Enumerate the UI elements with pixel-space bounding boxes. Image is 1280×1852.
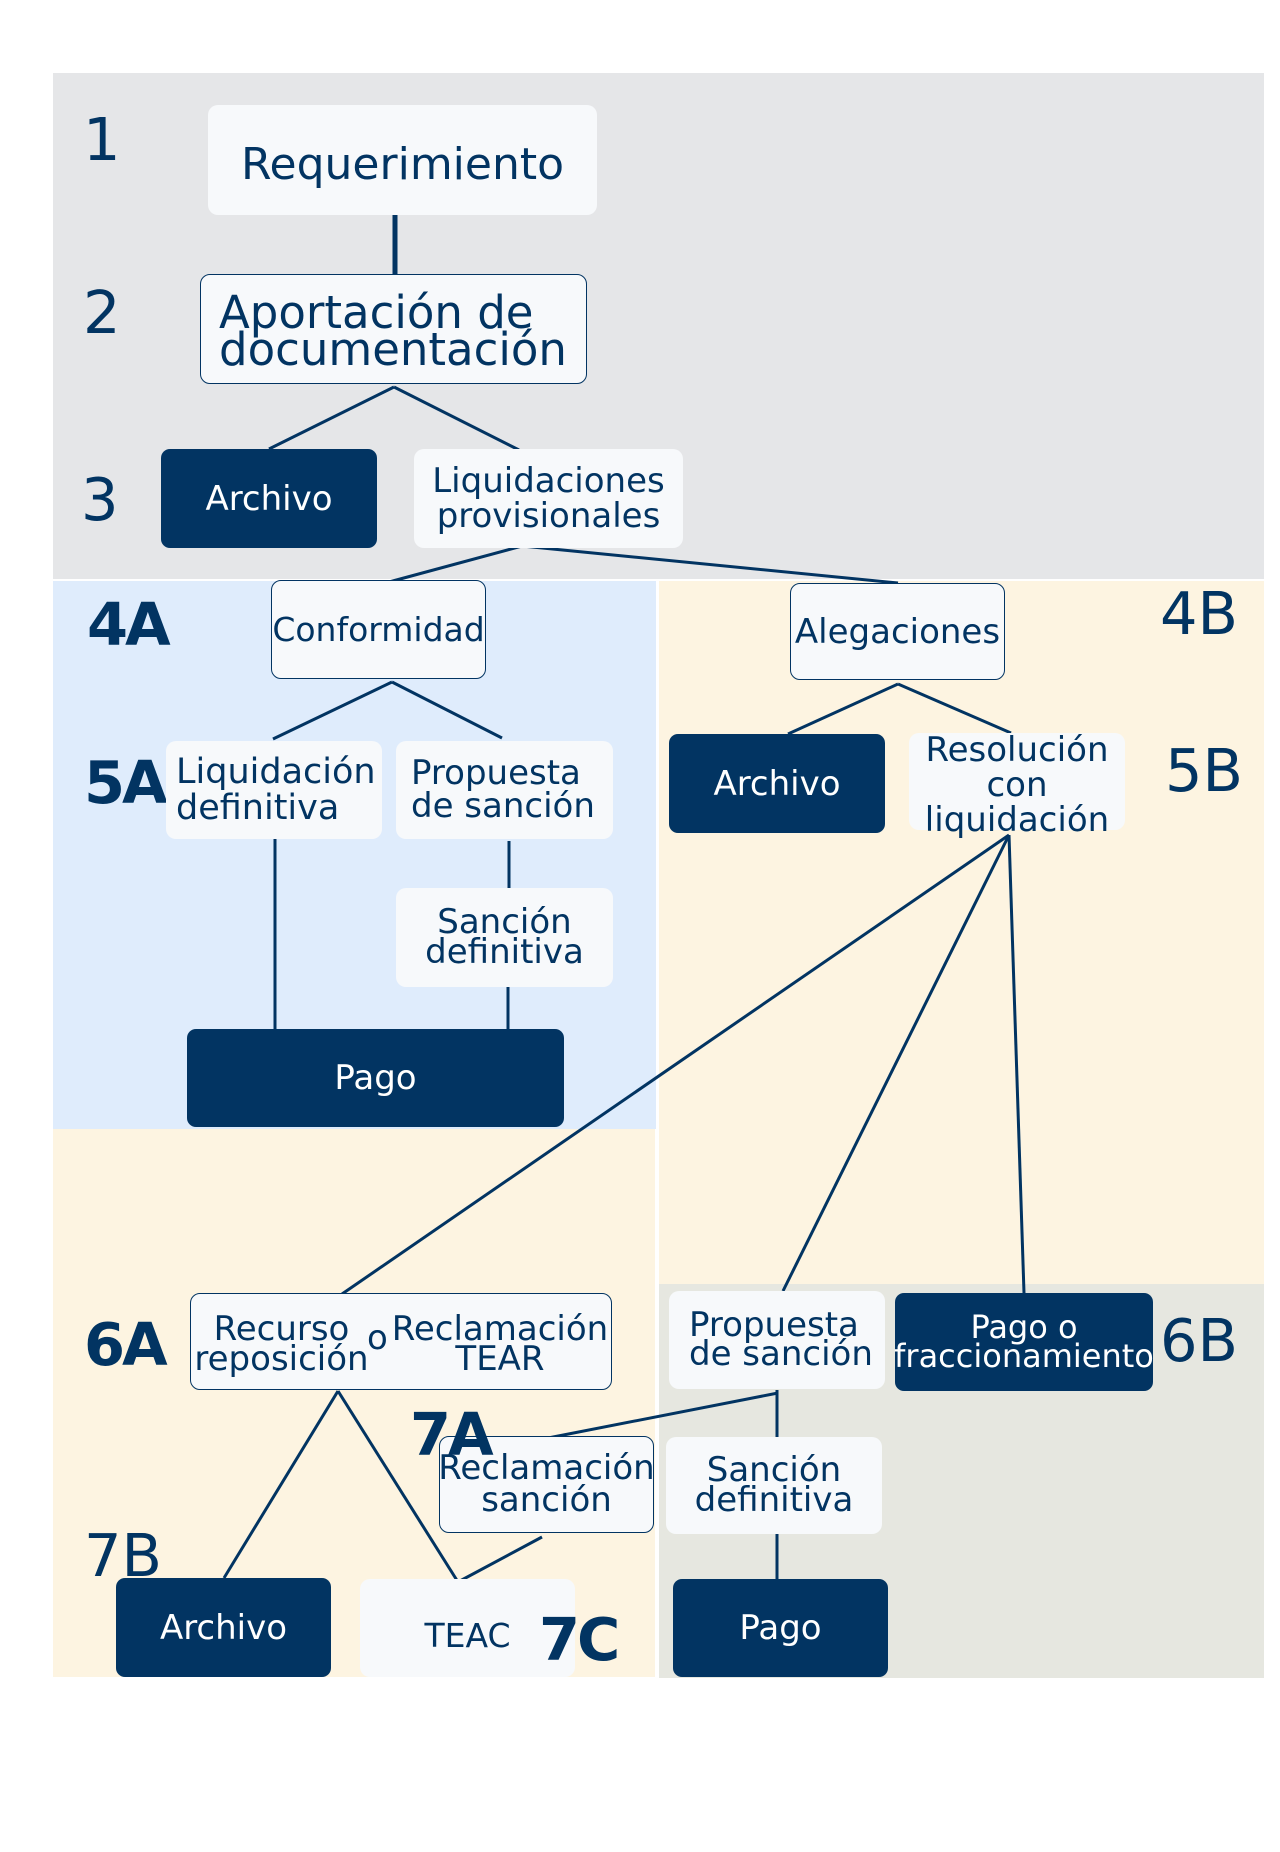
edge-liquidaciones-conformidad: [388, 544, 523, 584]
edge-conformidad-liquidacion-definitiva: [272, 680, 393, 741]
node-label: Reclamación sanción: [438, 1447, 655, 1520]
stage-label-7b: 7B: [84, 1521, 163, 1590]
node-propuesta-sancion-b: Propuesta de sanción: [669, 1291, 885, 1389]
edge-resolucion-recurso: [341, 833, 1010, 1296]
node-label: TEAC: [424, 1615, 511, 1655]
edge-recurso-archivo: [222, 1390, 340, 1579]
edge-resolucion-pago-fraccionamiento: [1007, 834, 1026, 1294]
node-archivo-3: Archivo: [161, 449, 377, 548]
edge-aportacion-liquidaciones: [393, 385, 520, 452]
node-label: Requerimiento: [240, 139, 565, 190]
node-label: Pago o fraccionamiento: [894, 1308, 1154, 1375]
node-label: Archivo: [205, 478, 333, 519]
edge-recurso-teac: [336, 1390, 460, 1583]
node-pago-a: Pago: [187, 1029, 564, 1127]
node-label: Liquidaciones provisionales: [432, 460, 665, 536]
node-requerimiento: Requerimiento: [208, 105, 597, 215]
edge-alegaciones-resolucion: [897, 682, 1012, 735]
node-aportacion-documentacion: Aportación de documentación: [200, 274, 587, 384]
stage-label-5b: 5B: [1165, 736, 1244, 805]
edge-reclamacion-sancion-teac: [457, 1535, 543, 1584]
stage-label-4b: 4B: [1160, 579, 1239, 648]
node-archivo-5b: Archivo: [669, 734, 885, 833]
node-label-reclamacion-tear: Reclamación TEAR: [391, 1309, 609, 1379]
stage-label-1: 1: [83, 105, 121, 174]
node-label-recurso-reposicion: Recurso reposición: [194, 1309, 369, 1379]
edge-conformidad-propuesta-sancion: [391, 680, 503, 740]
node-label-connector: o: [367, 1318, 388, 1358]
node-label: Archivo: [713, 763, 841, 804]
stage-label-6a: 6A: [84, 1310, 168, 1379]
stage-label-4a: 4A: [87, 590, 171, 659]
node-liquidacion-definitiva: Liquidación definitiva: [166, 741, 382, 839]
stage-label-5a: 5A: [84, 748, 168, 817]
stage-label-7a: 7A: [410, 1400, 494, 1469]
node-label: Aportación de documentación: [219, 286, 567, 376]
edge-alegaciones-archivo: [787, 682, 899, 736]
stage-label-3: 3: [81, 465, 119, 534]
node-recurso-o-reclamacion: Recurso reposición o Reclamación TEAR: [190, 1293, 612, 1390]
node-label: Pago: [334, 1058, 417, 1098]
node-sancion-definitiva-b: Sanción definitiva: [666, 1437, 882, 1534]
node-archivo-7b: Archivo: [116, 1578, 331, 1677]
node-sancion-definitiva-a: Sanción definitiva: [396, 888, 613, 987]
edge-aportacion-archivo: [268, 385, 395, 451]
node-resolucion-con-liquidacion: Resolución con liquidación: [909, 733, 1125, 838]
node-teac: TEAC: [360, 1579, 575, 1677]
node-label: Sanción definitiva: [425, 902, 584, 972]
node-label: Archivo: [159, 1607, 288, 1648]
node-liquidaciones-provisionales: Liquidaciones provisionales: [414, 449, 683, 548]
stage-label-6b: 6B: [1160, 1306, 1239, 1375]
node-label: Resolución con liquidación: [924, 730, 1110, 840]
stage-label-7c: 7C: [539, 1605, 620, 1674]
node-conformidad: Conformidad: [271, 580, 486, 679]
edge-liquidaciones-alegaciones: [521, 544, 899, 585]
node-label: Propuesta de sanción: [411, 753, 595, 826]
node-reclamacion-sancion: Reclamación sanción: [438, 1436, 655, 1533]
edge-propuesta-sancion-reclamacion: [547, 1391, 779, 1440]
node-pago-o-fraccionamiento: Pago o fraccionamiento: [894, 1293, 1154, 1391]
node-label: Conformidad: [272, 610, 485, 649]
node-label: Alegaciones: [794, 611, 1001, 652]
node-label: Pago: [739, 1608, 822, 1648]
node-label: Sanción definitiva: [694, 1450, 854, 1520]
node-label: Liquidación definitiva: [176, 751, 376, 828]
node-pago-b: Pago: [673, 1579, 888, 1677]
node-label: Propuesta de sanción: [689, 1304, 873, 1374]
node-alegaciones: Alegaciones: [790, 583, 1005, 680]
stage-label-2: 2: [83, 278, 121, 347]
node-propuesta-sancion-a: Propuesta de sanción: [396, 741, 613, 839]
edge-resolucion-propuesta-sancion: [781, 834, 1011, 1292]
